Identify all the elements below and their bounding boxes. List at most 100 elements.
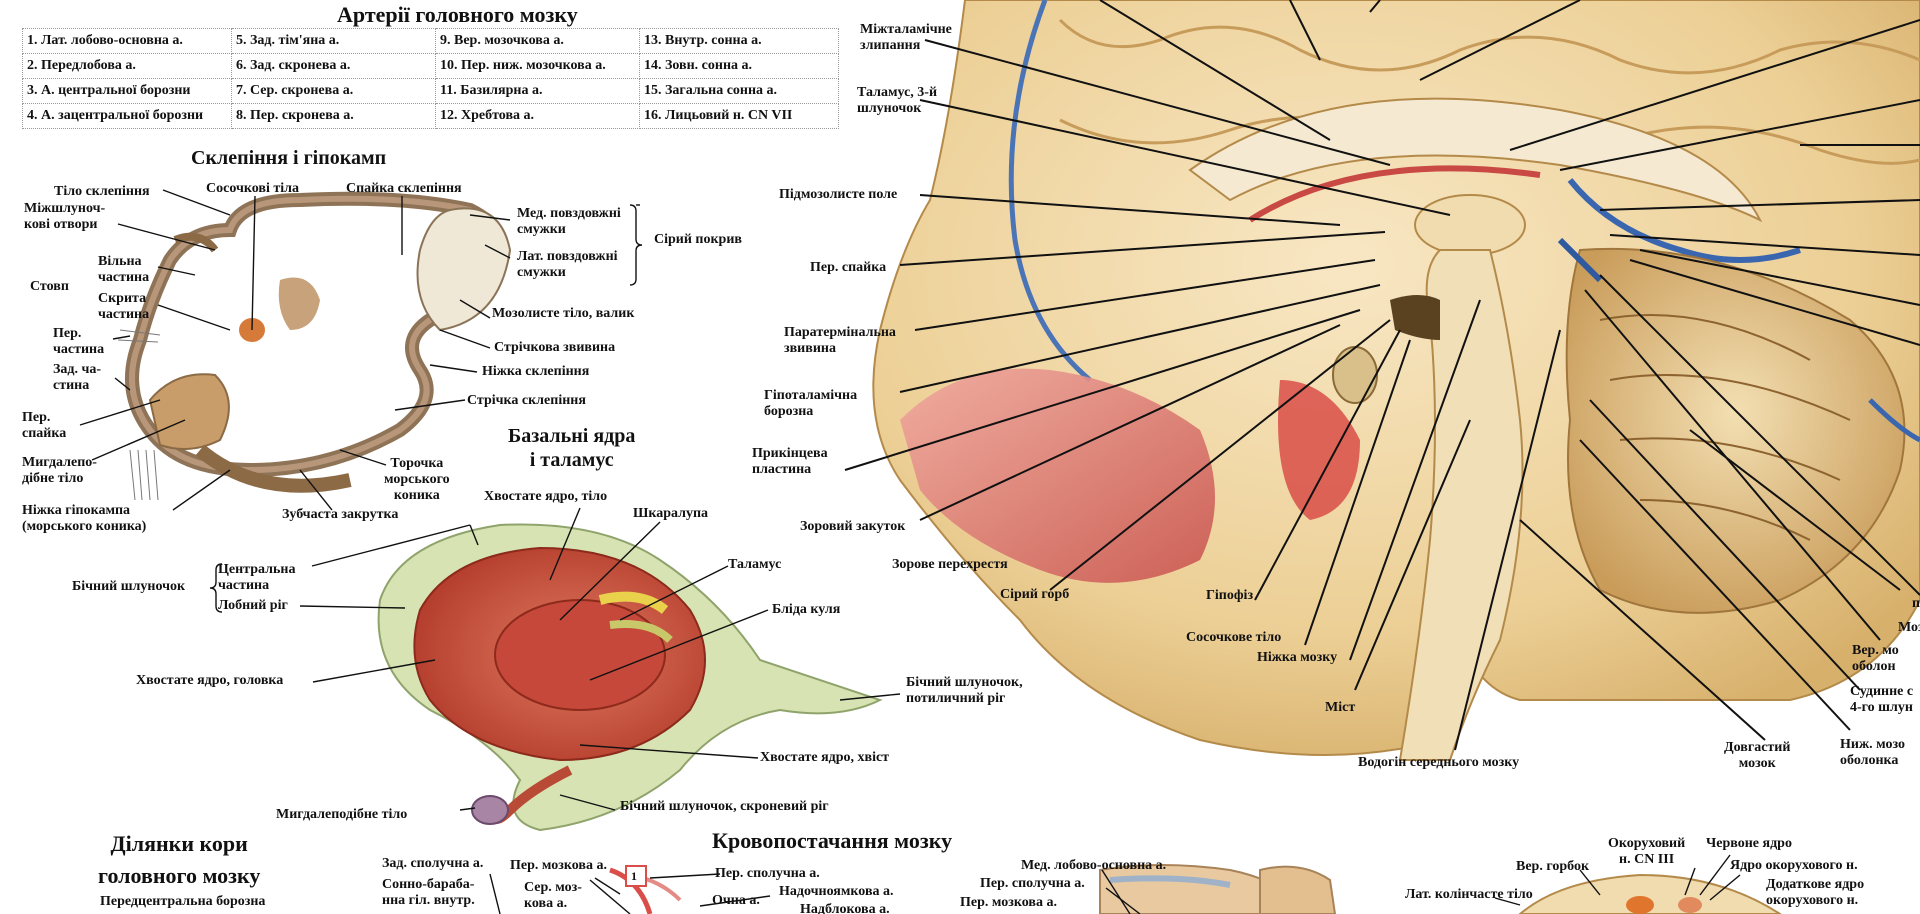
label-thalamus-third-ventricle: Таламус, 3-й шлуночок [857,85,938,116]
ventricle-blue [1567,178,1801,263]
sagittal-leader-lines [844,0,1920,751]
label-caudate-body: Хвостате ядро, тіло [484,489,608,504]
figure-marker: 1 [631,869,637,883]
label-occipital-horn: Бічний шлуночок, потиличний ріг [906,675,1023,706]
midbrain-section-illustration [1518,873,1782,914]
table-cell: 12. Хребтова а. [435,103,640,129]
blood-supply-title: Кровопостачання мозку [712,828,953,853]
label-oculomotor-nucleus: Ядро окорухового н. [1730,858,1858,873]
label-anterior-commissure-sagittal: Пер. спайка [810,260,887,275]
table-cell: 6. Зад. скронева а. [231,53,436,79]
label-anterior-communicating-2: Пер. сполучна а. [980,876,1085,891]
gyri-shading [1058,18,1920,75]
label-oculomotor-nerve: Окоруховий н. CN III [1608,836,1686,867]
label-fornix-fimbria: Стрічка склепіння [467,393,586,408]
label-superior-medullary-velum: Вер. мо оболон [1852,643,1899,674]
label-hippocampus-foot: Ніжка гіпокампа (морського коника) [22,503,147,534]
label-lateral-ventricle: Бічний шлуночок [72,579,186,594]
label-medial-striae: Мед. повздовжні смужки [517,206,621,237]
label-cut-mozolyste: Моз [1898,620,1920,635]
label-pons: Міст [1325,700,1356,715]
cortex-title: Ділянки кори головного мозку [98,831,261,888]
label-paraterminal-gyrus: Паратермінальна звивина [784,325,896,356]
label-inferior-medullary-velum: Ниж. мозо оболонка [1840,737,1906,768]
label-lateral-striae: Лат. повздовжні смужки [517,249,618,280]
label-amygdaloid-body: Мигдалеподібне тіло [276,807,408,822]
table-cell: 16. Лицьовий н. CN VII [639,103,839,129]
label-optic-chiasm: Зорове перехрестя [892,557,1008,572]
label-interthalamic-adhesion: Міжталамічне злипання [860,22,952,53]
table-row: 4. А. зацентральної борозни 8. Пер. скро… [22,103,839,129]
label-caudate-tail: Хвостате ядро, хвіст [760,750,890,765]
fourth-ventricle-blue [1557,237,1603,283]
midbrain-leader-lines [1494,854,1741,906]
table-cell: 7. Сер. скронева а. [231,78,436,104]
basal-ganglia-illustration [377,523,883,832]
arteries-title: Артерії головного мозку [337,2,578,27]
label-splenium: Мозолисте тіло, валик [492,306,635,321]
label-interventricular-foramina: Міжшлуноч- кові отвори [24,201,106,232]
basal-title: Базальні ядра і таламус [508,425,636,471]
label-cerebral-peduncle: Ніжка мозку [1257,650,1338,665]
label-anterior-part: Пер. частина [53,326,105,357]
brainstem [1398,249,1524,761]
label-superior-colliculus: Вер. горбок [1516,859,1590,874]
label-thalamus: Таламус [728,557,782,572]
label-lateral-geniculate: Лат. колінчасте тіло [1405,887,1533,902]
table-row: 2. Передлобова а. 6. Зад. скронева а. 10… [22,53,839,79]
sinus-red [1278,380,1360,520]
table-cell: 2. Передлобова а. [22,53,232,79]
label-free-part: Вільна частина [98,254,150,285]
hypophysis-shape [1332,346,1378,404]
table-cell: 10. Пер. ниж. мозочкова а. [435,53,640,79]
label-fasciolar-gyrus: Стрічкова звивина [494,340,616,355]
table-cell: 15. Загальна сонна а. [639,78,839,104]
cerebellum-folia [1599,314,1851,541]
table-cell: 4. А. зацентральної борозни [22,103,232,129]
label-fornix-body: Тіло склепіння [54,184,150,199]
label-middle-cerebral: Сер. моз- кова а. [524,880,582,911]
label-cut-p: п [1912,596,1920,611]
label-amygdala: Мигдалепо- дібне тіло [22,455,97,486]
label-posterior-part: Зад. ча- стина [53,362,102,393]
label-globus-pallidus: Бліда куля [772,602,841,617]
fornix-hippocampus-illustration [117,191,512,501]
label-supraorbital-artery: Надочноямкова а. [779,884,894,899]
table-cell: 13. Внутр. сонна а. [639,28,839,54]
label-anterior-communicating: Пер. сполучна а. [715,866,820,881]
blood-supply-illustration [609,864,1337,914]
label-choroid-plexus-4th: Судинне с 4-го шлун [1850,684,1914,715]
cerebellum [1565,247,1906,614]
table-cell: 3. А. центральної борозни [22,78,232,104]
label-hypophysis: Гіпофіз [1206,588,1254,603]
table-cell: 8. Пер. скронева а. [231,103,436,129]
table-row: 1. Лат. лобово-основна а. 5. Зад. тім'ян… [22,28,839,54]
label-fornix-commissure: Спайка склепіння [346,181,462,196]
label-optic-recess: Зоровий закуток [800,519,906,534]
label-tuber-cinereum: Сірий горб [1000,587,1070,602]
label-ophthalmic: Очна а. [712,893,760,908]
table-cell: 9. Вер. мозочкова а. [435,28,640,54]
table-cell: 5. Зад. тім'яна а. [231,28,436,54]
label-caudate-head: Хвостате ядро, головка [136,673,284,688]
label-medial-frontobasal: Мед. лобово-основна а. [1021,858,1167,873]
label-mammillary-body: Сосочкове тіло [1186,630,1282,645]
fornix-leader-lines [79,189,643,511]
choroid-red [1248,165,1541,223]
label-anterior-cerebral: Пер. мозкова а. [510,858,607,873]
label-supratrochlear-artery: Надблокова а. [800,902,890,914]
label-dentate-gyrus: Зубчаста закрутка [282,507,399,522]
label-red-nucleus: Червоне ядро [1706,836,1792,851]
table-cell: 11. Базилярна а. [435,78,640,104]
label-precentral-sulcus: Передцентральна борозна [100,894,266,909]
label-anterior-commissure: Пер. спайка [22,410,67,441]
label-posterior-communicating: Зад. сполучна а. [382,856,484,871]
label-fornix-crus: Ніжка склепіння [482,364,590,379]
nasal-red-region [900,368,1215,583]
label-frontal-horn: Лобний ріг [218,598,288,613]
label-hippocampal-fimbria: Торочка морського коника [384,456,450,503]
label-gray-cover: Сірий покрив [654,232,742,247]
fornix-title: Склепіння і гіпокамп [191,147,387,169]
label-caroticotympanic: Сонно-бараба- нна гіл. внутр. [382,877,475,908]
